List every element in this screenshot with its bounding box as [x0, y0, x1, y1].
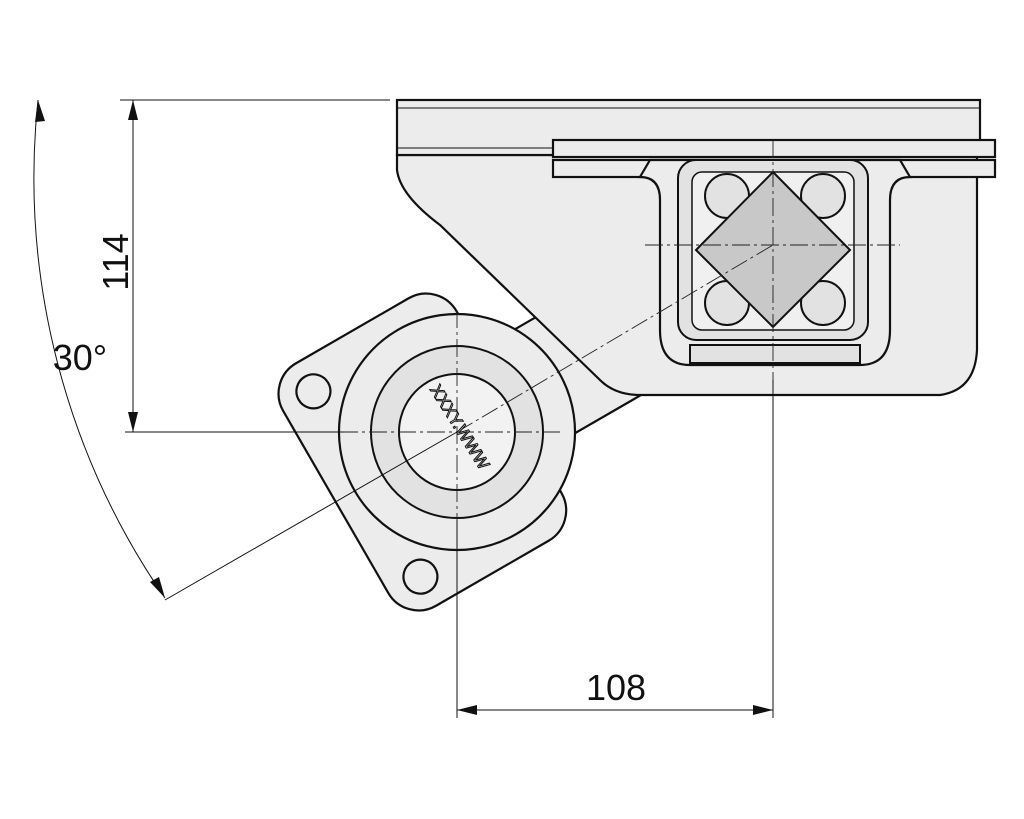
dimension-108: 108	[456, 380, 774, 718]
rail	[551, 138, 997, 159]
socket-lip	[689, 344, 861, 364]
mounting-hole	[295, 373, 332, 410]
dimension-108-label: 108	[586, 667, 646, 708]
mounting-hole	[402, 558, 439, 595]
housing	[395, 98, 997, 397]
roller	[800, 173, 846, 219]
dimension-114-label: 114	[95, 233, 136, 290]
dimension-angle-label: 30°	[53, 337, 107, 378]
center-lines	[340, 140, 900, 520]
dimension-angle: 30°	[33, 99, 458, 601]
dimension-114: 114	[95, 99, 390, 433]
roller	[800, 280, 846, 326]
